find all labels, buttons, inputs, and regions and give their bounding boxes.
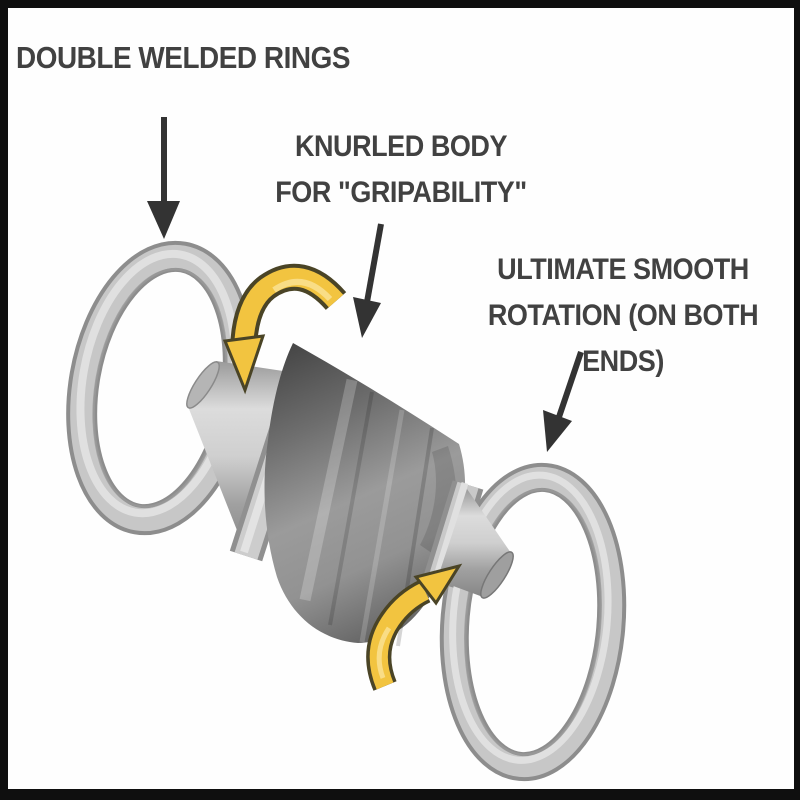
knurled-barrel bbox=[264, 343, 466, 643]
label-knurled-body: KNURLED BODY FOR "GRIPABILITY" bbox=[262, 124, 541, 216]
rotation-arrow-top-icon bbox=[222, 263, 347, 395]
left-end-cap bbox=[186, 361, 220, 409]
right-end-cap bbox=[480, 551, 514, 599]
label-knurled-body-line2: FOR "GRIPABILITY" bbox=[275, 176, 527, 209]
swivel-illustration bbox=[66, 117, 627, 782]
right-welded-ring bbox=[439, 462, 627, 782]
label-double-welded-rings-text: DOUBLE WELDED RINGS bbox=[16, 40, 351, 75]
label-smooth-rotation: ULTIMATE SMOOTH ROTATION (ON BOTH ENDS) bbox=[448, 247, 795, 385]
label-smooth-rotation-line2: ROTATION (ON BOTH ENDS) bbox=[487, 299, 759, 378]
swivel-body bbox=[186, 343, 514, 647]
rings-pointer-arrow-icon bbox=[147, 117, 180, 239]
rotation-pointer-arrow-icon bbox=[543, 351, 584, 452]
knurl-texture bbox=[299, 378, 457, 647]
label-double-welded-rings: DOUBLE WELDED RINGS bbox=[16, 40, 350, 76]
rotation-arrow-bottom-icon bbox=[366, 563, 463, 691]
label-knurled-body-line1: KNURLED BODY bbox=[294, 130, 508, 163]
label-smooth-rotation-line1: ULTIMATE SMOOTH bbox=[497, 253, 749, 286]
body-pointer-arrow-icon bbox=[353, 223, 384, 338]
